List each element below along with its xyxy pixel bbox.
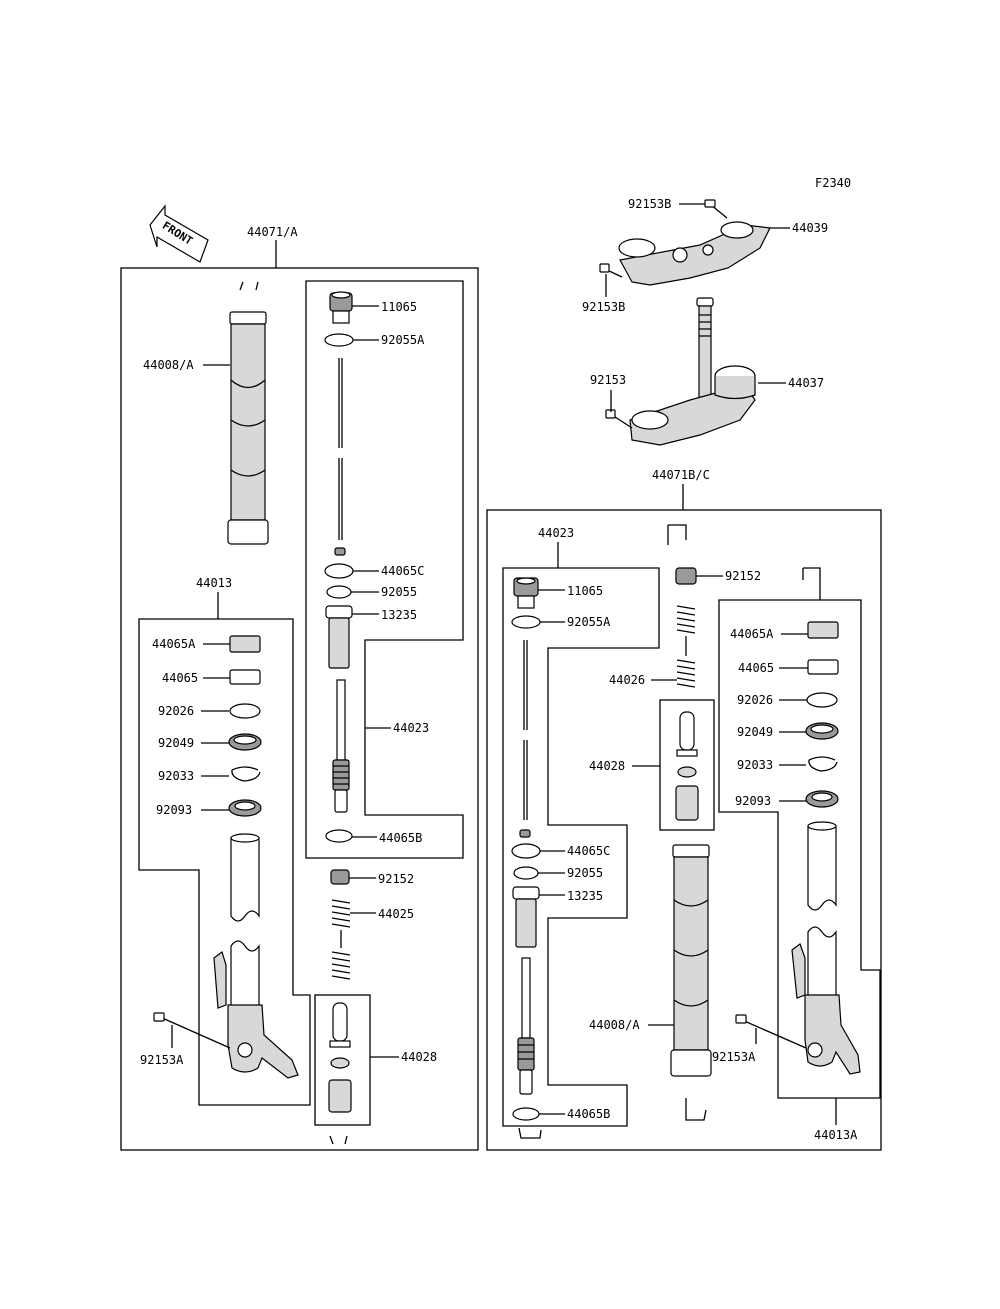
label-left-92033: 92033 [158, 769, 194, 783]
label-right-92093: 92093 [735, 794, 771, 808]
right-axle-holder [804, 994, 861, 1075]
label-right-44065c: 44065C [567, 844, 610, 858]
right-assembly-label: 44071B/C [652, 468, 710, 482]
right-spring-44026 [676, 605, 696, 688]
label-left-44065b: 44065B [379, 831, 422, 845]
label-right-92055a: 92055A [567, 615, 611, 629]
left-inner-group-frame [138, 618, 311, 1106]
label-left-44065c: 44065C [381, 564, 424, 578]
label-right-44023: 44023 [538, 526, 574, 540]
label-left-13235: 13235 [381, 608, 417, 622]
right-bushing-44065b [512, 1107, 540, 1121]
left-44028-frame [314, 994, 371, 1126]
label-left-92153a: 92153A [140, 1053, 184, 1067]
right-clip-92033 [808, 756, 838, 772]
left-cap-11065 [329, 291, 353, 324]
label-right-92055: 92055 [567, 866, 603, 880]
right-washer-92026 [806, 692, 838, 708]
left-guide-13235 [325, 605, 353, 669]
label-left-44023: 44023 [393, 721, 429, 735]
label-left-92055a: 92055A [381, 333, 425, 347]
label-right-13235: 13235 [567, 889, 603, 903]
label-right-92033: 92033 [737, 758, 773, 772]
right-bushing-44065 [807, 659, 839, 675]
left-assembly-frame [120, 267, 479, 1151]
left-bolt-92153a [153, 1012, 231, 1049]
label-left-92152: 92152 [378, 872, 414, 886]
label-right-44008a: 44008/A [589, 1018, 640, 1032]
label-right-92049: 92049 [737, 725, 773, 739]
left-cartridge-44023 [332, 679, 350, 813]
right-part-44028 [675, 711, 699, 821]
label-left-92049: 92049 [158, 736, 194, 750]
label-left-44065a: 44065A [152, 637, 196, 651]
label-92153: 92153 [590, 373, 626, 387]
left-assembly-label: 44071/A [247, 225, 298, 239]
label-right-11065: 11065 [567, 584, 603, 598]
right-guide-13235 [512, 886, 540, 948]
right-cap-11065 [513, 577, 539, 609]
label-92153b-top: 92153B [628, 197, 671, 211]
bolt-92153b-side [599, 263, 623, 278]
left-bushing-44065 [229, 669, 261, 685]
right-cartridge-frame [502, 567, 660, 1127]
label-left-92093: 92093 [156, 803, 192, 817]
right-inner-tube [791, 821, 861, 1075]
left-bushing-44065a [229, 635, 261, 653]
left-part-44028 [328, 1002, 352, 1113]
right-cartridge-rod [517, 957, 535, 1095]
outer-tube-left [227, 281, 269, 545]
label-right-44013a: 44013A [814, 1128, 858, 1142]
right-assembly: 44071B/C 44023 11065 92055A 44065C 92055 [486, 468, 882, 1151]
left-nut-92152 [330, 869, 350, 885]
label-right-44065b: 44065B [567, 1107, 610, 1121]
right-inner-group-frame [718, 599, 881, 1099]
right-bushing-44065c [511, 843, 541, 859]
label-right-44065a: 44065A [730, 627, 774, 641]
right-assembly-frame [486, 509, 882, 1151]
left-bushing-44065b [325, 829, 353, 843]
right-bolt-92153a [735, 1014, 807, 1049]
label-right-44065: 44065 [738, 661, 774, 675]
right-oring-92055 [513, 866, 539, 880]
right-damper-rod [519, 640, 531, 838]
label-right-92026: 92026 [737, 693, 773, 707]
figure-code: F2340 [815, 176, 851, 190]
label-right-92153a: 92153A [712, 1050, 756, 1064]
left-inner-tube [213, 833, 299, 1079]
label-right-44028: 44028 [589, 759, 625, 773]
label-left-44013: 44013 [196, 576, 232, 590]
label-left-44028: 44028 [401, 1050, 437, 1064]
label-44039: 44039 [792, 221, 828, 235]
label-left-11065: 11065 [381, 300, 417, 314]
label-left-44008a: 44008/A [143, 358, 194, 372]
right-44028-frame [659, 699, 715, 831]
left-oring-92055 [326, 585, 352, 599]
label-left-92055: 92055 [381, 585, 417, 599]
left-damper-rod [334, 358, 346, 556]
left-oring-92055a [324, 333, 354, 347]
label-right-92152: 92152 [725, 569, 761, 583]
lower-triple-clamp-44037 [605, 297, 756, 446]
label-right-44026: 44026 [609, 673, 645, 687]
left-assembly: 44071/A 44008/A 44013 44065A 44065 92026 [120, 225, 479, 1151]
right-oring-92055a [511, 615, 541, 629]
left-cartridge-frame [305, 280, 464, 859]
left-clip-92033 [231, 766, 261, 782]
label-92153b-side: 92153B [582, 300, 625, 314]
label-left-44025: 44025 [378, 907, 414, 921]
front-arrow-icon: FRONT [149, 204, 209, 263]
upper-triple-clamp-44039 [618, 199, 771, 286]
right-nut-92152 [675, 567, 697, 585]
left-bushing-44065c [324, 563, 354, 579]
label-44037: 44037 [788, 376, 824, 390]
left-axle-holder [227, 1004, 299, 1079]
right-outer-tube [670, 844, 712, 1121]
label-left-44065: 44065 [162, 671, 198, 685]
right-bushing-44065a [807, 621, 839, 639]
left-spring-44025 [331, 899, 351, 980]
left-washer-92026 [229, 703, 261, 719]
label-left-92026: 92026 [158, 704, 194, 718]
